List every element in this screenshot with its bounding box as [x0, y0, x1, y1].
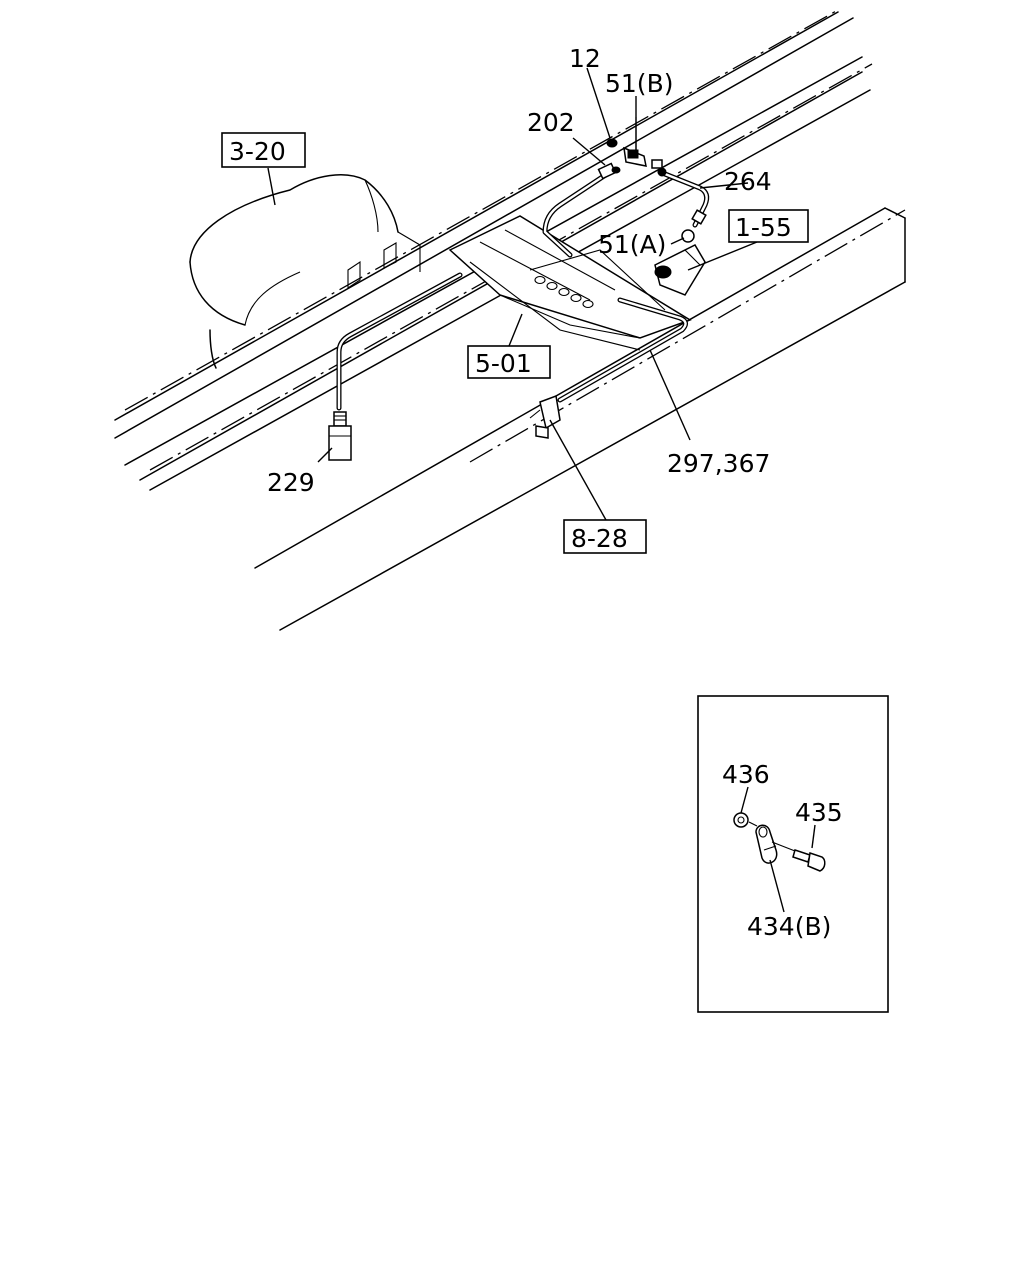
ref-box-3-20: 3-20 — [221, 132, 306, 168]
part-436-nut — [733, 812, 749, 828]
ref-label-3-20: 3-20 — [229, 137, 286, 166]
label-297-367: 297,367 — [667, 449, 770, 478]
part-51a-joint — [681, 209, 707, 243]
part-12-nut — [606, 138, 618, 148]
part-229-union — [328, 411, 352, 461]
ref-box-8-28: 8-28 — [563, 519, 647, 554]
ref-label-5-01: 5-01 — [475, 349, 532, 378]
filter-bracket — [448, 215, 692, 351]
part-1-55-pump — [654, 244, 706, 296]
label-51a: 51(A) — [598, 230, 666, 259]
part-435-bolt — [792, 849, 826, 872]
detail-inset: 436 435 434(B) — [697, 695, 889, 1013]
ref-box-1-55: 1-55 — [728, 209, 809, 243]
ref-box-5-01: 5-01 — [467, 345, 551, 379]
label-51b: 51(B) — [605, 69, 673, 98]
label-435: 435 — [795, 798, 843, 827]
label-434b: 434(B) — [747, 912, 831, 941]
label-229: 229 — [267, 468, 315, 497]
part-labels: 12 51(B) 202 264 51(A) 229 297,367 — [267, 44, 772, 497]
label-436: 436 — [722, 760, 770, 789]
fuel-pipes — [336, 169, 710, 411]
part-434b-clip — [755, 824, 778, 864]
part-202-fitting — [597, 162, 621, 180]
ref-label-1-55: 1-55 — [735, 213, 792, 242]
label-264: 264 — [724, 167, 772, 196]
frame-rails — [114, 9, 906, 631]
label-12: 12 — [569, 44, 601, 73]
ref-label-8-28: 8-28 — [571, 524, 628, 553]
leader-lines — [267, 67, 758, 521]
filter-element-holes — [534, 275, 594, 309]
fuel-tank — [189, 174, 421, 369]
part-51b-joint — [623, 117, 667, 177]
reference-boxes: 3-20 1-55 5-01 8-28 — [221, 132, 809, 554]
part-8-28-connector — [529, 394, 561, 439]
label-202: 202 — [527, 108, 575, 137]
